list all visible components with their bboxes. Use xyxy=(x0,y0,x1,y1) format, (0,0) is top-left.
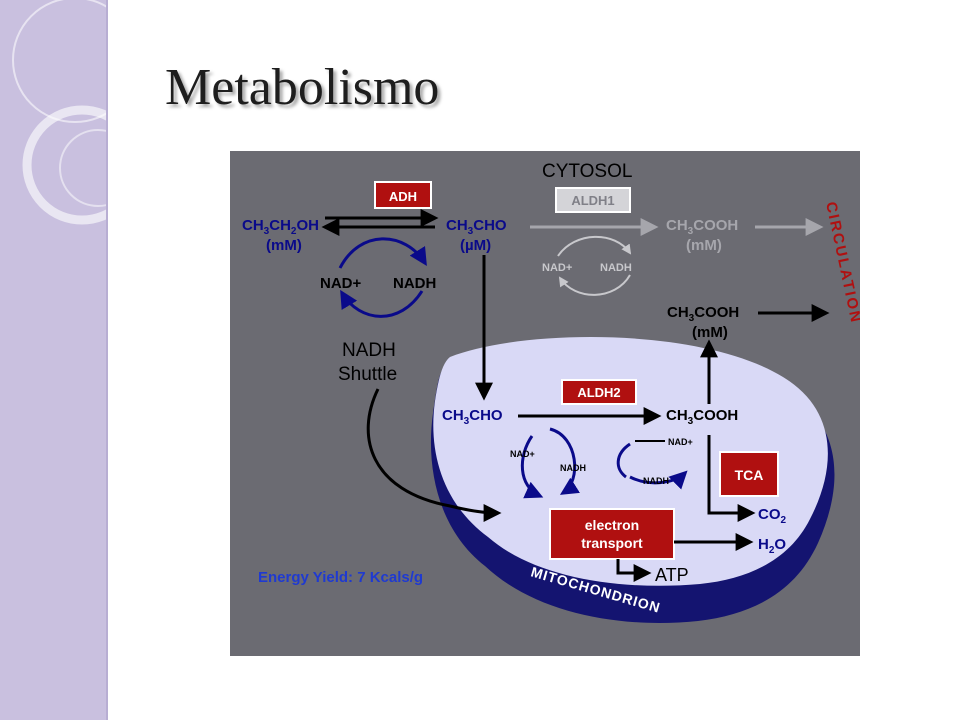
mito-b-nadh: NADH xyxy=(643,476,669,486)
mito-cofactor-cycle-a-right xyxy=(549,427,580,495)
acetate-cytosol-formula: CH3COOH xyxy=(666,217,738,237)
metabolism-diagram: MITOCHONDRION CYTOSOL CIRCULATION ADH AL… xyxy=(230,151,860,656)
electron-transport-to-atp-arrow xyxy=(616,559,652,582)
mitochondrion-inner xyxy=(433,337,828,586)
aldh1-nadh: NADH xyxy=(600,262,632,274)
decorative-circles xyxy=(12,0,142,225)
h2o-formula: H2O xyxy=(758,536,786,556)
aldh1-cofactor-cycle-bottom xyxy=(558,274,631,296)
aldh1-label: ALDH1 xyxy=(571,193,614,208)
nadh-shuttle-line1: NADH xyxy=(342,340,396,361)
electron-transport-line2: transport xyxy=(581,535,643,551)
mito-b-nad-plus: NAD+ xyxy=(668,437,693,447)
tca-path-arrow xyxy=(707,435,756,522)
aldh1-enzyme-box: ALDH1 xyxy=(555,187,631,213)
nadh-shuttle-arrow xyxy=(366,388,502,522)
mito-cofactor-cycle-b-bottom xyxy=(629,470,688,490)
atp-label: ATP xyxy=(655,565,689,585)
mito-a-nadh: NADH xyxy=(560,463,586,473)
ethanol-formula: CH3CH2OH xyxy=(242,217,319,237)
circulation-label: CIRCULATION xyxy=(822,200,860,325)
ethanol-concentration: (mM) xyxy=(266,237,302,254)
adh-cofactor-cycle-bottom xyxy=(340,289,424,318)
slide-title: Metabolismo xyxy=(165,59,440,116)
aldh1-nad-plus: NAD+ xyxy=(542,262,572,274)
acetate-out-formula: CH3COOH xyxy=(667,304,739,324)
mito-acetaldehyde-formula: CH3CHO xyxy=(442,407,503,427)
metabolism-diagram-svg: MITOCHONDRION CYTOSOL CIRCULATION ADH AL… xyxy=(242,161,860,623)
electron-transport-box: electron transport xyxy=(549,508,675,560)
adh-nad-plus: NAD+ xyxy=(320,275,361,292)
electron-transport-line1: electron xyxy=(585,517,639,533)
aldh1-cofactor-cycle-top xyxy=(557,235,632,257)
adh-label: ADH xyxy=(389,189,417,204)
acetaldehyde-concentration: (µM) xyxy=(460,237,491,254)
acetaldehyde-formula: CH3CHO xyxy=(446,217,507,237)
aldh2-label: ALDH2 xyxy=(577,385,620,400)
co2-formula: CO2 xyxy=(758,506,787,526)
mito-a-nad-plus: NAD+ xyxy=(510,449,535,459)
cytosol-label: CYTOSOL xyxy=(542,161,632,182)
aldh2-enzyme-box: ALDH2 xyxy=(561,379,637,405)
adh-nadh: NADH xyxy=(393,275,436,292)
mito-cofactor-cycle-b-top xyxy=(616,442,631,479)
adh-cofactor-cycle-top xyxy=(338,237,427,269)
adh-enzyme-box: ADH xyxy=(374,181,432,209)
nadh-shuttle-line2: Shuttle xyxy=(338,364,397,385)
mito-acetate-formula: CH3COOH xyxy=(666,407,738,427)
mito-cofactor-cycle-a-left xyxy=(520,435,544,499)
tca-box: TCA xyxy=(719,451,779,497)
acetate-cytosol-concentration: (mM) xyxy=(686,237,722,254)
acetate-out-concentration: (mM) xyxy=(692,324,728,341)
tca-label: TCA xyxy=(735,467,764,483)
energy-yield: Energy Yield: 7 Kcals/g xyxy=(258,569,423,586)
slide-side-band xyxy=(0,0,142,720)
